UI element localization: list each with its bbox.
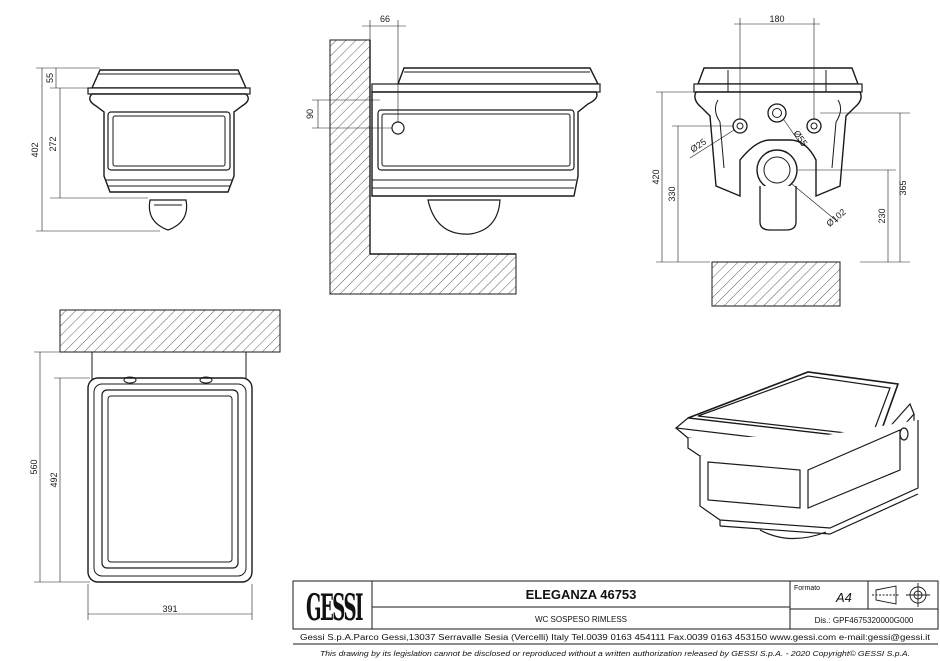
format-value: A4 xyxy=(835,590,852,605)
format-label: Formato xyxy=(794,585,820,592)
dim-top-width: 391 xyxy=(162,604,177,614)
side-view xyxy=(371,67,601,235)
copyright-notice: This drawing by its legislation cannot b… xyxy=(320,649,910,658)
top-view-wall xyxy=(59,309,281,353)
gessi-logo: GESSI xyxy=(306,586,366,629)
dim-rear-fixing-spacing: 180 xyxy=(769,14,784,24)
product-name: ELEGANZA 46753 xyxy=(526,587,637,602)
rear-view-floor xyxy=(711,261,841,307)
dim-side-inlet-height: 90 xyxy=(305,109,315,119)
rear-view xyxy=(693,67,863,231)
dim-top-length: 560 xyxy=(29,459,39,474)
front-view-dimensions xyxy=(36,67,160,232)
title-block xyxy=(292,580,939,645)
company-line: Gessi S.p.A.Parco Gessi,13037 Serravalle… xyxy=(300,633,931,642)
dim-rear-drain-diameter: Ø102 xyxy=(824,207,847,229)
dim-front-total-height: 402 xyxy=(30,142,40,157)
top-view xyxy=(87,352,253,583)
top-view-dimensions xyxy=(34,351,253,620)
side-view-wall xyxy=(329,39,517,295)
dim-rear-drain-height: 330 xyxy=(667,186,677,201)
front-view xyxy=(87,69,251,231)
first-angle-projection-icon xyxy=(872,583,930,607)
dim-rear-drain-center-height: 230 xyxy=(877,208,887,223)
side-view-dimensions xyxy=(312,20,406,129)
dim-front-lid-height: 55 xyxy=(45,73,55,83)
rear-view-dimensions xyxy=(656,18,910,263)
dim-front-bowl-height: 272 xyxy=(48,136,58,151)
gessi-logo-text: GESSI xyxy=(306,587,363,629)
dim-rear-total-height: 420 xyxy=(651,169,661,184)
dim-side-wall-offset: 66 xyxy=(380,14,390,24)
perspective-view xyxy=(674,371,919,540)
product-description: WC SOSPESO RIMLESS xyxy=(535,615,627,624)
dim-rear-inlet-height: 365 xyxy=(898,180,908,195)
dim-rear-fixing-hole-diameter: Ø25 xyxy=(688,137,708,155)
dim-top-inner-length: 492 xyxy=(49,472,59,487)
drawing-number: Dis.: GPF4675320000G000 xyxy=(815,616,914,625)
